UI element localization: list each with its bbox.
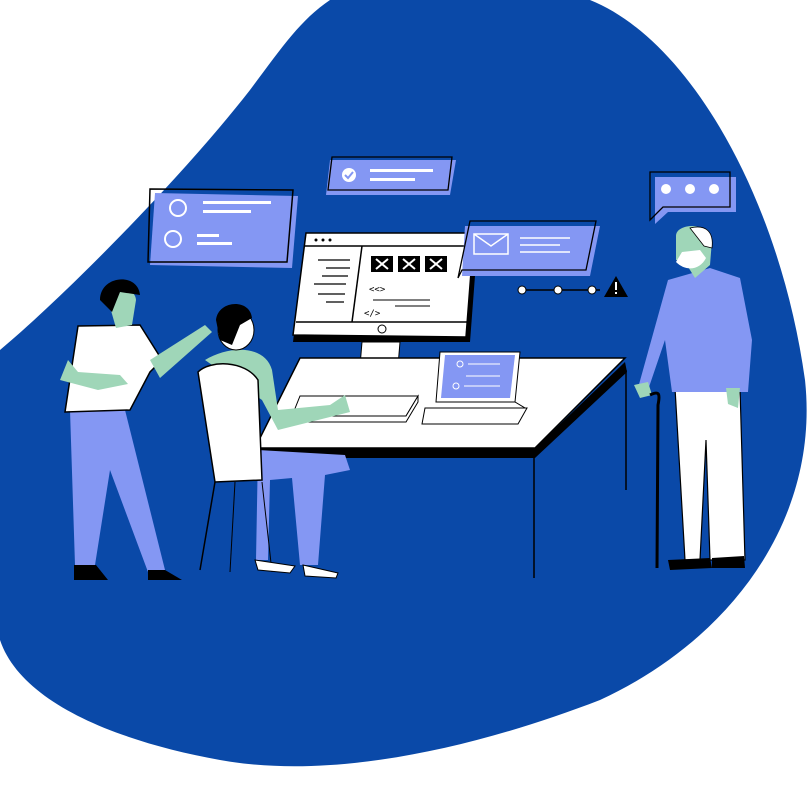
code-text: <<> [369,285,386,295]
floating-card-mail [457,220,600,279]
radio-icon [169,199,187,217]
chat-bubble [649,171,736,224]
progress-steps [517,276,628,297]
mail-icon [473,233,509,255]
floating-card-check [326,156,456,195]
desk [253,357,627,578]
chat-dots-icon [661,184,719,194]
seated-person [197,303,350,579]
close-icon-tiles [371,256,447,272]
old-man [634,225,752,570]
radio-icon [164,230,182,248]
floating-card-options [147,188,298,268]
tablet [421,351,528,425]
standing-person-left [60,279,212,580]
code-text: </> [364,309,381,319]
check-icon [342,168,356,182]
